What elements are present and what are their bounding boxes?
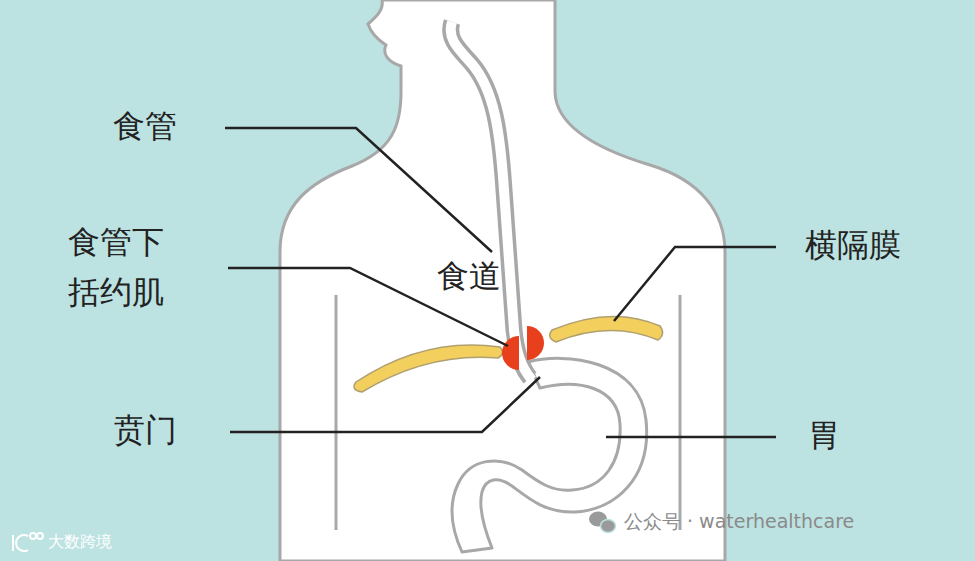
watermark: 大数跨境: [48, 532, 112, 551]
part-label: 胃: [808, 416, 840, 454]
sphincter: [527, 326, 544, 360]
arm-line: [335, 295, 338, 530]
watermark: 公众号 · waterhealthcare: [624, 510, 854, 533]
part-label: 贲门: [113, 411, 177, 449]
leader-line: [606, 436, 776, 439]
arm-line: [679, 295, 682, 530]
sphincter: [502, 336, 519, 370]
stomach: [452, 358, 646, 552]
leader-line: [230, 377, 540, 432]
leader-line: [225, 128, 492, 252]
part-label: 食管下 括约肌: [68, 218, 180, 317]
diaphragm: [354, 345, 503, 392]
part-label: 食管: [113, 107, 177, 145]
leader-lines: [225, 128, 776, 437]
leader-line: [614, 247, 776, 321]
wechat-icon: [589, 512, 616, 533]
brand-logo: [13, 533, 43, 551]
diaphragm: [550, 316, 663, 342]
esophagus-lumen: [451, 22, 532, 380]
part-label: 食道: [437, 257, 501, 295]
body-outline: [280, 0, 725, 561]
part-label: 横隔膜: [805, 226, 901, 264]
